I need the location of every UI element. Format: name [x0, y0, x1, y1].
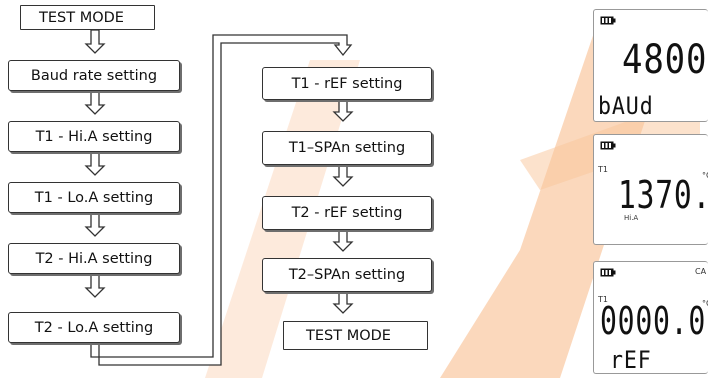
arrow-down-3 — [84, 151, 106, 176]
arrow-down-4 — [84, 212, 106, 237]
arrow-down-6 — [332, 99, 354, 122]
step-t2-lo-a: T2 - Lo.A setting — [8, 312, 180, 343]
battery-icon — [600, 141, 616, 150]
lcd-unit: °C — [702, 299, 708, 308]
lcd-panel-hi-a: T1 1370.0 Hi.A °C — [593, 134, 708, 245]
step-t1-ref: T1 - rEF setting — [262, 67, 432, 100]
arrow-down-9 — [332, 291, 354, 314]
step-t1-hi-a: T1 - Hi.A setting — [8, 121, 180, 152]
lcd-bottom-text: bAUd — [598, 92, 654, 120]
step-t2-hi-a: T2 - Hi.A setting — [8, 243, 180, 274]
battery-icon — [600, 16, 616, 25]
lcd-top-right-label: CA — [695, 267, 707, 276]
lcd-unit: °C — [702, 171, 708, 180]
lcd-bottom-text: rEF — [610, 346, 652, 374]
arrow-down-1 — [84, 29, 106, 54]
lcd-channel-label: T1 — [598, 165, 608, 174]
lcd-main-value: 0000.0 — [600, 299, 707, 343]
arrow-down-7 — [332, 164, 354, 187]
arrow-down-8 — [332, 229, 354, 252]
lcd-main-value: 1370.0 — [618, 173, 708, 217]
lcd-panel-baud: 4800 bAUd — [593, 9, 708, 122]
lcd-panel-ref: CA T1 0000.0 °C rEF — [593, 261, 708, 374]
step-baud-rate: Baud rate setting — [8, 60, 180, 91]
arrow-connector — [90, 34, 353, 366]
step-t2-ref: T2 - rEF setting — [262, 196, 432, 230]
lcd-channel-label: T1 — [598, 295, 608, 304]
arrow-down-5 — [84, 273, 106, 298]
step-test-mode-start: TEST MODE — [20, 5, 155, 30]
battery-icon — [600, 268, 616, 277]
lcd-sub-label: Hi.A — [624, 214, 639, 222]
lcd-main-value: 4800 — [622, 37, 708, 83]
step-t2-span: T2–SPAn setting — [262, 258, 432, 292]
arrow-down-2 — [84, 90, 106, 115]
step-t1-lo-a: T1 - Lo.A setting — [8, 182, 180, 213]
step-t1-span: T1–SPAn setting — [262, 131, 432, 165]
step-test-mode-end: TEST MODE — [283, 321, 428, 350]
